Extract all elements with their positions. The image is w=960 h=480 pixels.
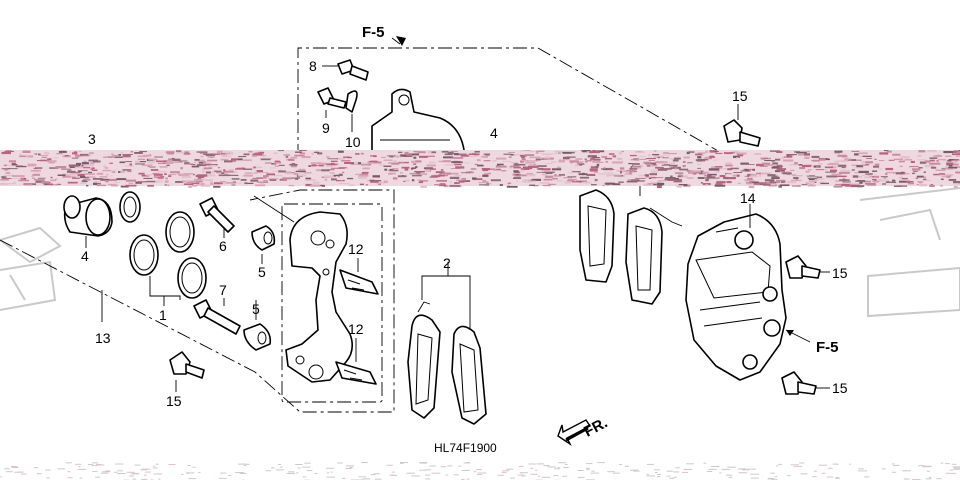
spring-12-lower: [335, 361, 377, 385]
bleeder-9: [317, 87, 347, 109]
caliper-top: [371, 88, 465, 153]
assembly-outline-right: [297, 47, 721, 158]
front-arrow-icon: [557, 419, 592, 447]
bolt-15-right-upper: [785, 255, 821, 279]
spring-12-upper: [339, 269, 379, 295]
callout-15-right-upper: 15: [832, 265, 848, 281]
bolt-15-right-lower: [781, 371, 817, 395]
callout-14: 14: [740, 190, 756, 206]
watermark-right: [859, 187, 960, 318]
callout-15-left: 15: [166, 393, 182, 409]
callout-7: 7: [219, 282, 227, 298]
bracket-box: [281, 203, 383, 403]
callout-8: 8: [309, 58, 317, 74]
callout-12-upper: 12: [348, 241, 364, 257]
pad-right-a: [579, 189, 615, 283]
callout-13: 13: [95, 330, 111, 346]
ref-f5-top: F-5: [362, 24, 385, 41]
bolt-15-top: [723, 119, 761, 147]
callout-15-right-lower: 15: [832, 380, 848, 396]
clip-10: [345, 90, 358, 113]
callout-1: 1: [159, 307, 167, 323]
callout-4-left: 4: [81, 248, 89, 264]
pad-2-left: [407, 301, 441, 419]
pin-7: [193, 299, 241, 335]
assembly-outline-left: [0, 189, 395, 413]
bolt-15-left: [169, 351, 205, 379]
callout-6: 6: [219, 238, 227, 254]
caliper-14: [685, 213, 787, 381]
boot-5-upper: [251, 225, 276, 251]
callout-9: 9: [322, 120, 330, 136]
f5-right-arrow-icon: [786, 330, 794, 336]
callout-10: 10: [345, 134, 361, 150]
bracket-3: [285, 211, 354, 383]
ref-f5-right: F-5: [816, 339, 839, 356]
pad-right-b: [625, 207, 683, 305]
figure-code: HL74F1900: [434, 441, 497, 455]
piston-4: [63, 195, 113, 237]
callout-5-upper: 5: [258, 264, 266, 280]
boot-5-lower: [243, 323, 272, 351]
bolt-8: [337, 59, 369, 81]
callout-12-lower: 12: [348, 321, 364, 337]
scan-noise-bottom: [0, 462, 960, 480]
callout-15-top: 15: [732, 88, 748, 104]
watermark-left: [0, 226, 62, 311]
direction-label: FR.: [581, 414, 610, 440]
callout-3: 3: [88, 131, 96, 147]
scan-noise-band: [0, 150, 960, 189]
pad-2-right: [451, 325, 487, 425]
pin-6: [199, 197, 235, 233]
callout-5-lower: 5: [252, 301, 260, 317]
callout-2: 2: [443, 255, 451, 271]
seals-1: [119, 191, 207, 299]
callout-4-top: 4: [490, 125, 498, 141]
f5-top-arrow-icon: [396, 36, 406, 46]
